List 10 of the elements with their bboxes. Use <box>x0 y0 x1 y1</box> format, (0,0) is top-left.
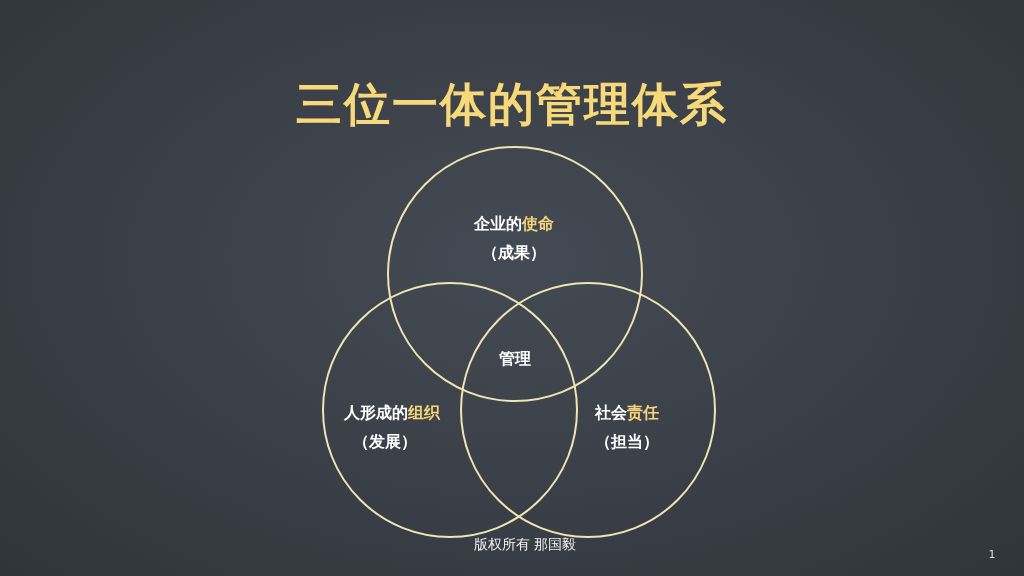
circle-subtitle: （担当） <box>595 432 659 452</box>
circle-subtitle: （发展） <box>353 432 417 452</box>
overlap-label: 管理 <box>499 349 531 369</box>
page-number: 1 <box>988 547 996 562</box>
circle-heading: 企业的使命 <box>474 214 554 234</box>
circle-heading: 社会责任 <box>595 403 659 423</box>
circle-subtitle: （成果） <box>482 243 546 263</box>
copyright-note: 版权所有 那国毅 <box>473 535 577 553</box>
slide-title: 三位一体的管理体系 <box>296 77 728 131</box>
circle-heading: 人形成的组织 <box>344 403 440 423</box>
